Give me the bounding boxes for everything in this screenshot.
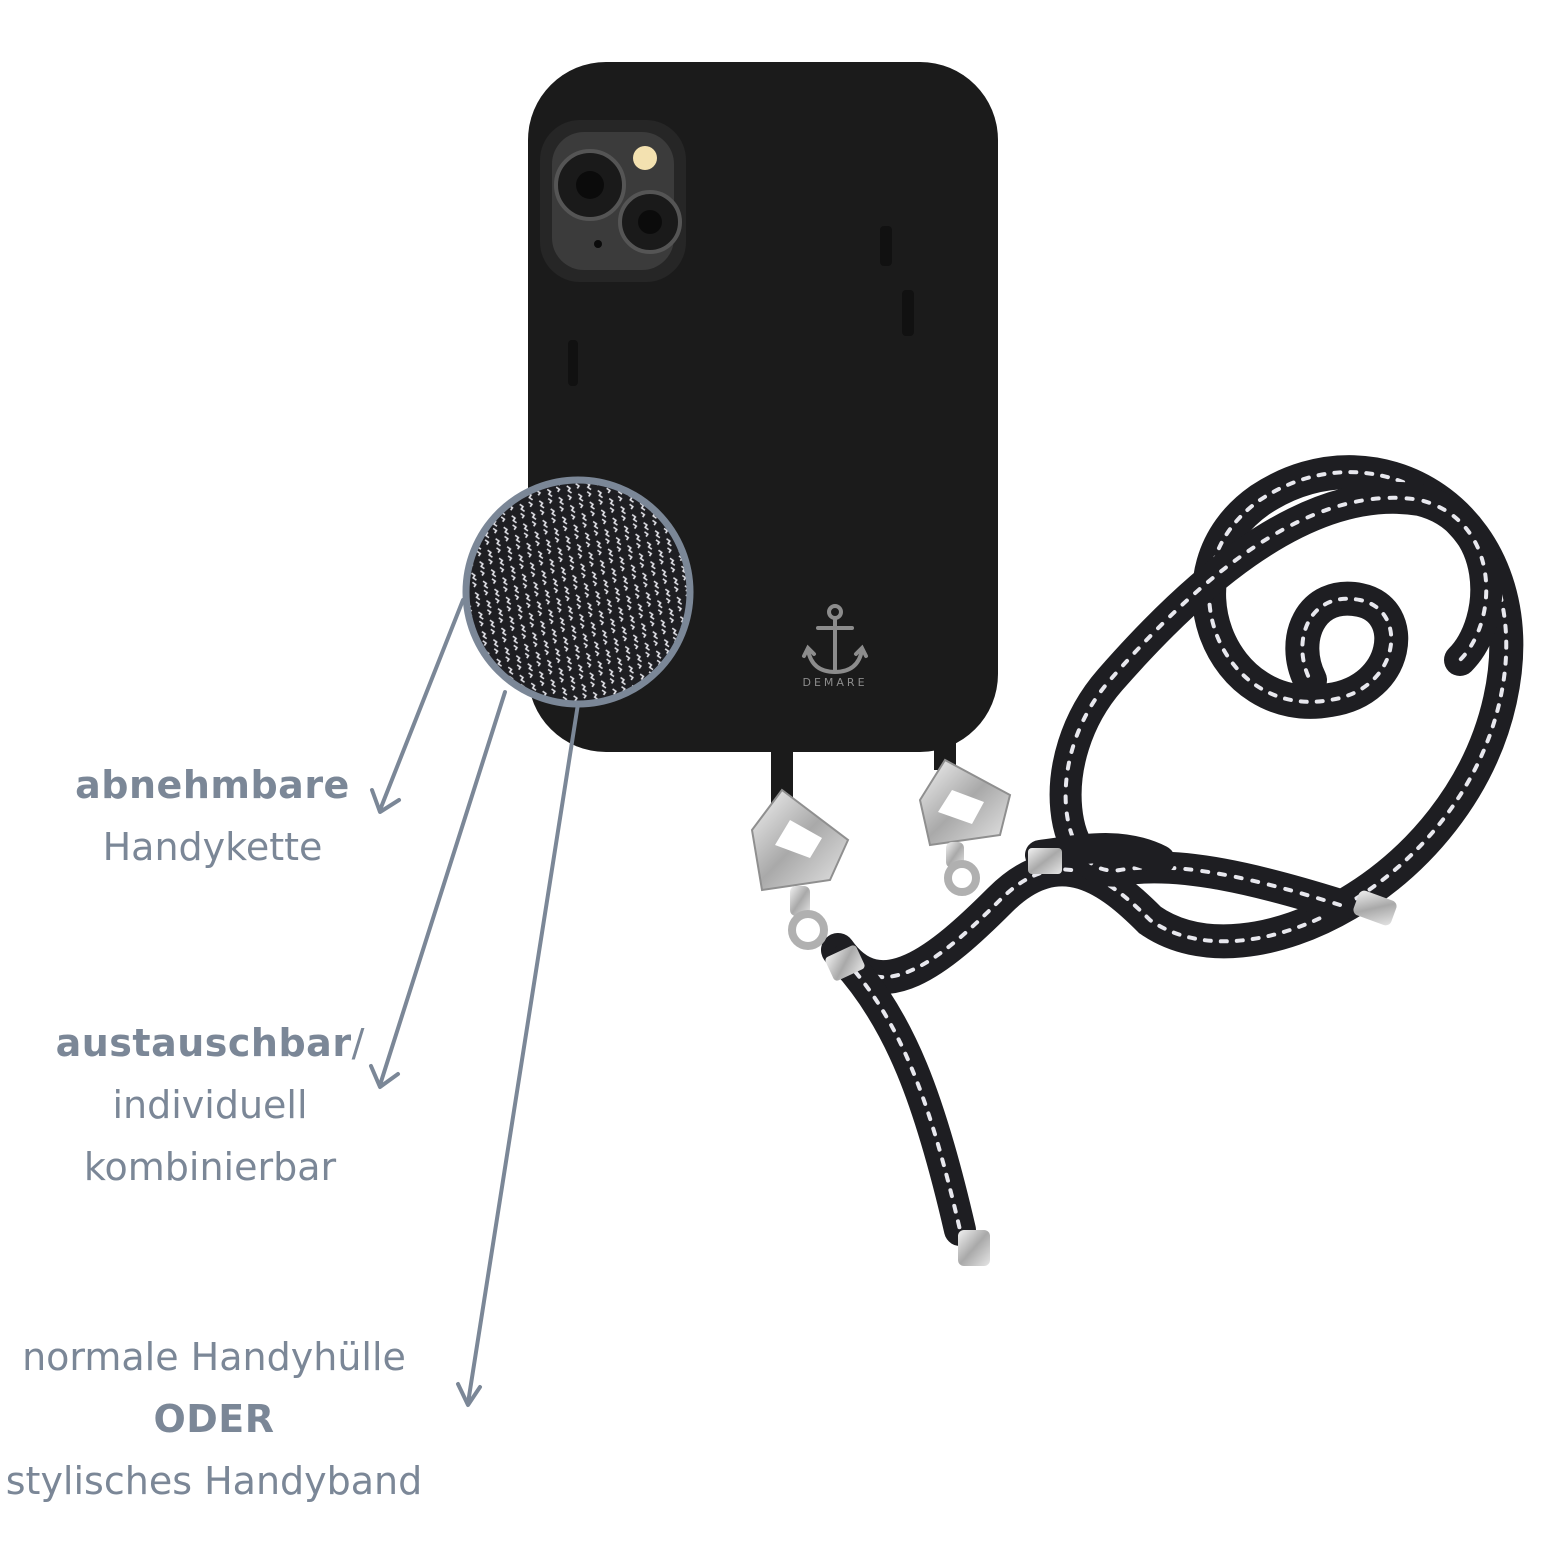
- carabiner-left: [750, 788, 850, 950]
- callout-exchangeable-slash: /: [351, 1021, 365, 1065]
- callout-usage-or: ODER: [153, 1397, 275, 1441]
- brand-wordmark: DEMARE: [802, 676, 868, 689]
- callout-exchangeable-line3: kombinierbar: [83, 1145, 337, 1189]
- callout-detachable-title: abnehmbare: [75, 763, 350, 807]
- callout-exchangeable-title: austauschbar: [55, 1021, 352, 1065]
- callout-exchangeable-line2: individuell: [112, 1083, 308, 1127]
- arrow-down-icon: [370, 598, 465, 814]
- callout-usage: normale Handyhülle ODER stylisches Handy…: [0, 1326, 428, 1512]
- callout-usage-line3: stylisches Handyband: [5, 1459, 423, 1503]
- arrow-down-icon: [456, 702, 580, 1407]
- arrow-down-icon: [369, 690, 507, 1089]
- callout-usage-line1: normale Handyhülle: [22, 1335, 406, 1379]
- carabiner-right: [918, 758, 1012, 896]
- camera-module: [540, 120, 686, 282]
- callout-detachable: abnehmbare Handykette: [40, 754, 385, 878]
- callout-exchangeable: austauschbar/ individuell kombinierbar: [30, 1012, 390, 1198]
- anchor-icon: [802, 604, 868, 675]
- callout-detachable-subtitle: Handykette: [102, 825, 323, 869]
- cord-detail-zoom: [462, 476, 694, 708]
